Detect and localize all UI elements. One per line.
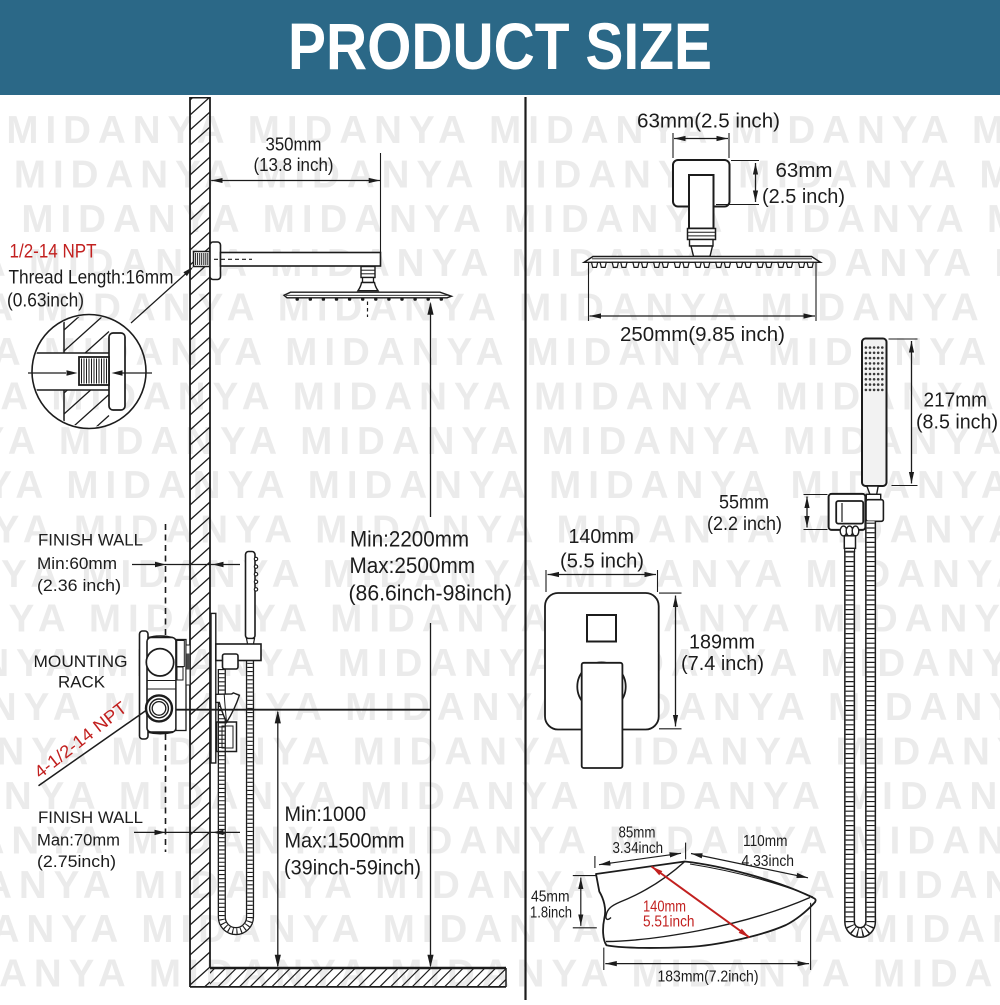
svg-text:183mm(7.2inch): 183mm(7.2inch) — [658, 969, 759, 986]
svg-text:(39inch-59inch): (39inch-59inch) — [284, 857, 421, 880]
svg-text:(8.5 inch): (8.5 inch) — [916, 412, 998, 434]
svg-text:Max:1500mm: Max:1500mm — [285, 830, 405, 853]
svg-text:MIDANYA MIDANYA MIDANYA MIDANY: MIDANYA MIDANYA MIDANYA MIDANYA MIDANYA … — [0, 198, 1000, 241]
svg-text:110mm: 110mm — [743, 833, 788, 850]
svg-text:MIDANYA MIDANYA MIDANYA MIDANY: MIDANYA MIDANYA MIDANYA MIDANYA MIDANYA … — [0, 109, 1000, 152]
svg-text:4.33inch: 4.33inch — [742, 853, 795, 870]
svg-text:Man:70mm: Man:70mm — [37, 831, 120, 850]
svg-text:MIDANYA MIDANYA MIDANYA MIDANY: MIDANYA MIDANYA MIDANYA MIDANYA MIDANYA … — [0, 819, 1000, 862]
svg-text:MIDANYA MIDANYA MIDANYA MIDANY: MIDANYA MIDANYA MIDANYA MIDANYA MIDANYA … — [0, 597, 1000, 640]
svg-text:MIDANYA MIDANYA MIDANYA MIDANY: MIDANYA MIDANYA MIDANYA MIDANYA MIDANYA … — [0, 153, 1000, 196]
svg-text:(5.5 inch): (5.5 inch) — [560, 551, 644, 573]
svg-text:FINISH WALL: FINISH WALL — [38, 531, 143, 550]
svg-text:Min:2200mm: Min:2200mm — [350, 527, 469, 552]
svg-text:MIDANYA MIDANYA MIDANYA MIDANY: MIDANYA MIDANYA MIDANYA MIDANYA MIDANYA … — [0, 908, 1000, 951]
svg-text:189mm: 189mm — [689, 632, 755, 654]
svg-text:(2.75inch): (2.75inch) — [37, 852, 116, 871]
svg-text:350mm: 350mm — [266, 135, 322, 155]
svg-text:1.8inch: 1.8inch — [530, 905, 572, 922]
svg-text:140mm: 140mm — [643, 899, 686, 916]
svg-text:MIDANYA MIDANYA MIDANYA MIDANY: MIDANYA MIDANYA MIDANYA MIDANYA MIDANYA … — [0, 331, 1000, 374]
svg-text:MIDANYA MIDANYA MIDANYA MIDANY: MIDANYA MIDANYA MIDANYA MIDANYA MIDANYA … — [0, 864, 1000, 907]
svg-text:(2.36 inch): (2.36 inch) — [37, 576, 121, 595]
svg-text:MIDANYA MIDANYA MIDANYA MIDANY: MIDANYA MIDANYA MIDANYA MIDANYA MIDANYA … — [0, 775, 1000, 818]
svg-text:1/2-14 NPT: 1/2-14 NPT — [10, 241, 97, 263]
svg-text:(86.6inch-98inch): (86.6inch-98inch) — [349, 581, 513, 606]
svg-text:MIDANYA MIDANYA MIDANYA MIDANY: MIDANYA MIDANYA MIDANYA MIDANYA MIDANYA … — [0, 731, 1000, 774]
svg-text:MIDANYA MIDANYA MIDANYA MIDANY: MIDANYA MIDANYA MIDANYA MIDANYA MIDANYA … — [0, 287, 1000, 330]
svg-text:MOUNTING: MOUNTING — [34, 652, 128, 671]
svg-text:Max:2500mm: Max:2500mm — [350, 553, 476, 578]
svg-text:FINISH WALL: FINISH WALL — [38, 808, 143, 827]
svg-text:MIDANYA MIDANYA MIDANYA MIDANY: MIDANYA MIDANYA MIDANYA MIDANYA MIDANYA … — [0, 553, 1000, 596]
svg-text:55mm: 55mm — [719, 493, 769, 514]
svg-text:(7.4 inch): (7.4 inch) — [681, 653, 764, 675]
svg-text:250mm(9.85 inch): 250mm(9.85 inch) — [620, 324, 785, 346]
svg-text:Min:1000: Min:1000 — [285, 803, 367, 826]
svg-text:Min:60mm: Min:60mm — [37, 554, 117, 573]
svg-text:85mm: 85mm — [619, 825, 656, 842]
svg-text:MIDANYA MIDANYA MIDANYA MIDANY: MIDANYA MIDANYA MIDANYA MIDANYA MIDANYA … — [0, 375, 1000, 418]
svg-text:217mm: 217mm — [924, 390, 988, 412]
svg-text:PRODUCT SIZE: PRODUCT SIZE — [288, 9, 712, 83]
svg-text:MIDANYA MIDANYA MIDANYA MIDANY: MIDANYA MIDANYA MIDANYA MIDANYA MIDANYA … — [0, 420, 1000, 463]
svg-text:5.51inch: 5.51inch — [643, 914, 695, 931]
svg-text:(2.5 inch): (2.5 inch) — [762, 186, 845, 208]
svg-text:45mm: 45mm — [531, 889, 570, 906]
svg-text:63mm(2.5 inch): 63mm(2.5 inch) — [637, 111, 780, 133]
svg-text:63mm: 63mm — [776, 160, 833, 182]
svg-text:RACK: RACK — [58, 673, 106, 692]
svg-text:(2.2 inch): (2.2 inch) — [707, 514, 782, 535]
svg-text:Thread Length:16mm: Thread Length:16mm — [9, 267, 174, 289]
svg-text:3.34inch: 3.34inch — [613, 840, 664, 857]
svg-text:MIDANYA MIDANYA MIDANYA MIDANY: MIDANYA MIDANYA MIDANYA MIDANYA MIDANYA … — [0, 242, 1000, 285]
svg-text:140mm: 140mm — [569, 526, 635, 548]
svg-text:(13.8 inch): (13.8 inch) — [254, 155, 334, 175]
svg-text:(0.63inch): (0.63inch) — [7, 290, 84, 312]
